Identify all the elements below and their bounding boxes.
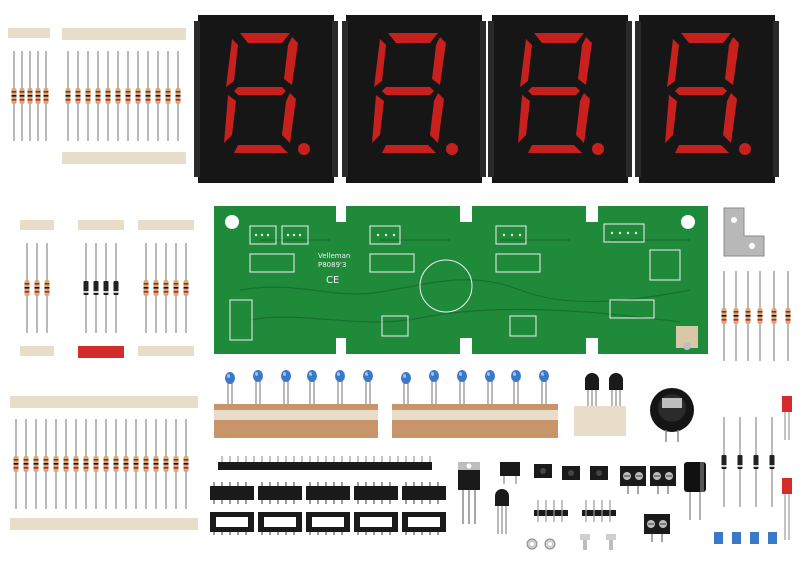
tactile-switch-4 (590, 466, 608, 480)
jumper-caps (714, 532, 777, 544)
transistor-pair-taped (574, 372, 626, 436)
led-strip-left (214, 369, 378, 438)
buzzer-outline (419, 259, 473, 313)
printed-circuit-board: Velleman P8089'3 CE (214, 206, 708, 354)
resistor-strip-bottom (10, 396, 198, 530)
pcb-metal-tab (676, 326, 698, 348)
screw-and-nut-set (526, 534, 616, 550)
jumper-header-2 (582, 500, 616, 522)
resistor-strip-top (62, 28, 186, 164)
resistor-group-right (720, 270, 792, 362)
ic-chip-row (210, 482, 446, 504)
voltage-regulator (458, 462, 480, 524)
tactile-switch-3 (562, 466, 580, 480)
seven-segment-display-3 (488, 15, 632, 183)
pcb-brand-label: Velleman (318, 252, 350, 260)
ic-socket-row (210, 512, 446, 535)
resistor-strip-mid-left (20, 220, 54, 356)
pcb-model-label: P8089'3 (318, 261, 346, 269)
diode-strip (78, 220, 124, 358)
screw-terminal-3 (643, 513, 671, 543)
seven-segment-display-4 (635, 15, 779, 183)
jumper-header-1 (534, 500, 568, 522)
red-capacitor-1 (782, 396, 792, 440)
pcb-ce-mark: CE (326, 275, 339, 286)
led-strip-right (392, 369, 558, 438)
resistor-strip-small (8, 28, 50, 142)
red-capacitor-2 (782, 478, 792, 540)
screw-terminal-1 (619, 465, 647, 495)
tactile-switch-1 (500, 462, 520, 484)
tactile-switch-2 (534, 464, 552, 478)
mounting-hole-left (225, 215, 239, 229)
electrolytic-capacitor (684, 462, 706, 520)
transistor-bottom (494, 488, 510, 535)
screw-terminal-2 (649, 465, 677, 495)
diode-group-right (720, 416, 776, 508)
resistor-strip-mid-right (138, 220, 194, 356)
mounting-hole-right (681, 215, 695, 229)
coin-battery-holder (650, 388, 694, 442)
seven-segment-display-1 (194, 15, 338, 183)
pin-header-strip (218, 456, 432, 470)
metal-bracket (723, 207, 765, 257)
seven-segment-display-2 (342, 15, 486, 183)
